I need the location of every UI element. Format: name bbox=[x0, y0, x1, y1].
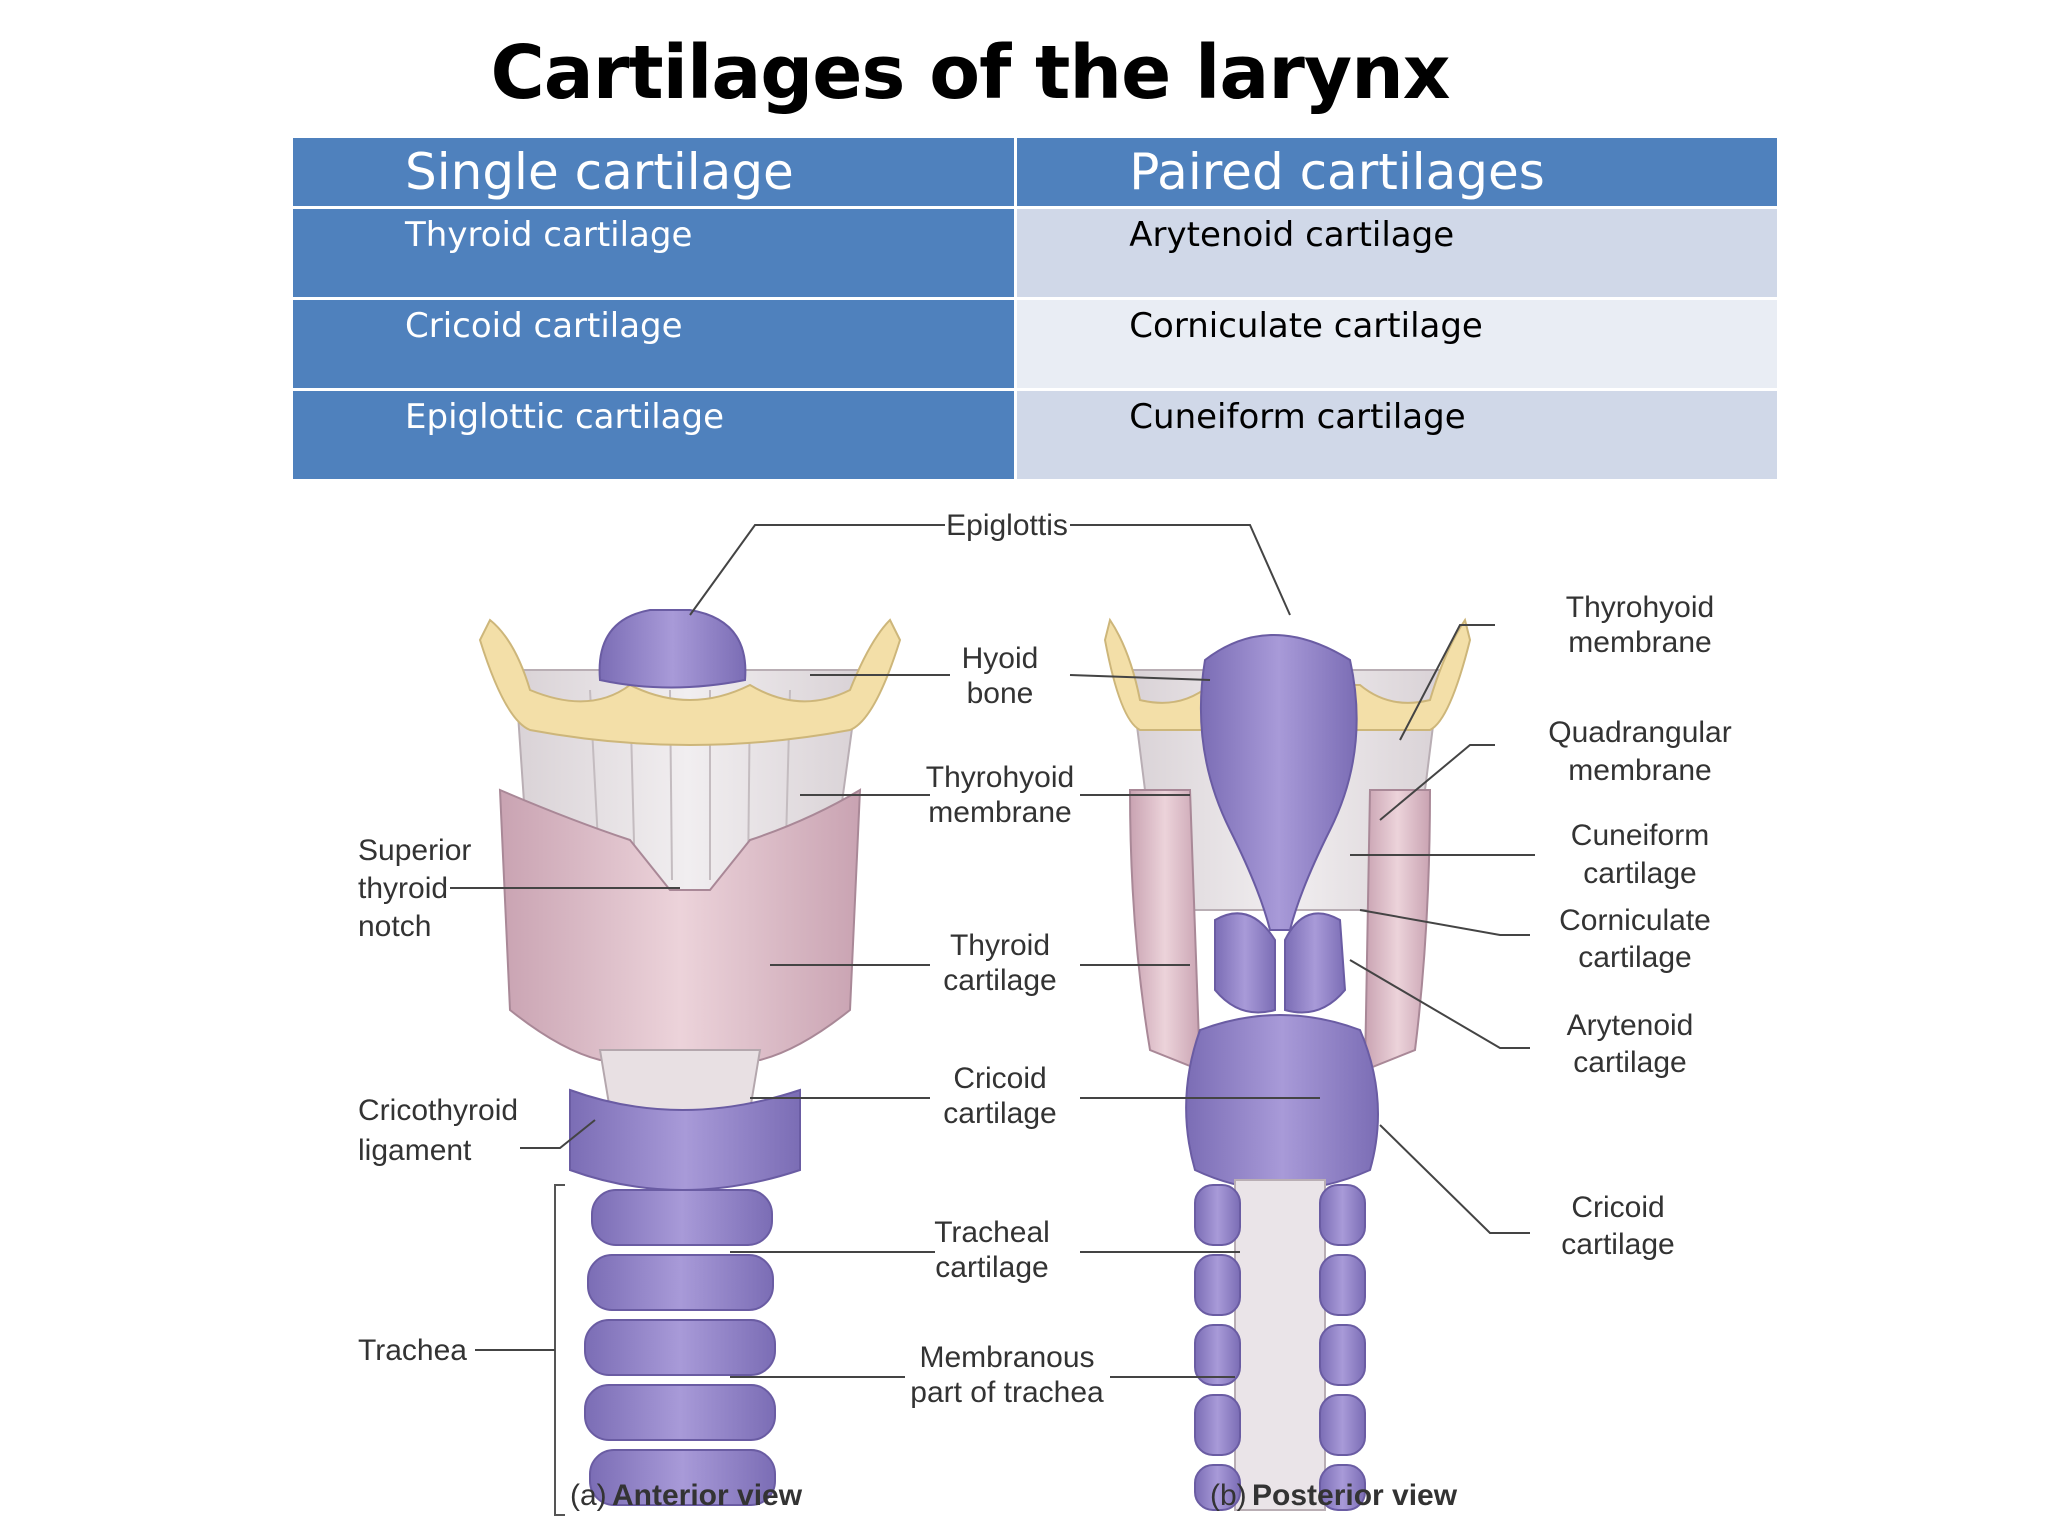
page-title: Cartilages of the larynx bbox=[490, 30, 1451, 116]
label-quadrangular-line1: Quadrangular bbox=[1548, 716, 1731, 749]
label-cuneiform-line2: cartilage bbox=[1583, 857, 1696, 890]
figure-labels: Epiglottis Hyoid bone Thyrohyoid membran… bbox=[358, 509, 1732, 1512]
table-row: Thyroid cartilage Arytenoid cartilage bbox=[289, 206, 1780, 300]
caption-posterior-prefix: (b) bbox=[1210, 1479, 1247, 1512]
table-cell: Corniculate cartilage bbox=[1014, 297, 1780, 391]
posterior-view bbox=[1103, 617, 1472, 1511]
table-row: Epiglottic cartilage Cuneiform cartilage bbox=[289, 388, 1780, 482]
label-thyroid-line1: Thyroid bbox=[950, 929, 1050, 962]
label-corniculate-line1: Corniculate bbox=[1559, 904, 1711, 937]
table-cell: Epiglottic cartilage bbox=[289, 388, 1018, 482]
label-cricoid-line1: Cricoid bbox=[953, 1062, 1046, 1095]
label-quadrangular-line2: membrane bbox=[1568, 754, 1711, 787]
label-hyoid-line2: bone bbox=[967, 677, 1034, 710]
label-r-cricoid-line1: Cricoid bbox=[1571, 1191, 1664, 1224]
larynx-illustration: Epiglottis Hyoid bone Thyrohyoid membran… bbox=[358, 509, 1732, 1516]
label-thyrohyoid-line1: Thyrohyoid bbox=[926, 761, 1074, 794]
anterior-view bbox=[478, 609, 902, 1516]
label-membranous-line2: part of trachea bbox=[910, 1376, 1104, 1409]
table-header-row: Single cartilage Paired cartilages bbox=[289, 135, 1780, 209]
label-cuneiform-line1: Cuneiform bbox=[1571, 819, 1709, 852]
table-cell: Thyroid cartilage bbox=[289, 206, 1018, 300]
label-arytenoid-line2: cartilage bbox=[1573, 1046, 1686, 1079]
label-cricothyroid-line2: ligament bbox=[358, 1134, 472, 1167]
caption-anterior-prefix: (a) bbox=[570, 1479, 607, 1512]
label-r-thyrohyoid-line1: Thyrohyoid bbox=[1566, 591, 1714, 624]
label-r-cricoid-line2: cartilage bbox=[1561, 1228, 1674, 1261]
label-corniculate-line2: cartilage bbox=[1578, 941, 1691, 974]
label-thyroid-line2: cartilage bbox=[943, 964, 1056, 997]
label-cricothyroid-line1: Cricothyroid bbox=[358, 1094, 518, 1127]
table-cell: Cuneiform cartilage bbox=[1014, 388, 1780, 482]
caption-anterior: Anterior view bbox=[612, 1479, 803, 1512]
leader-lines bbox=[450, 524, 1535, 1378]
label-cricoid-line2: cartilage bbox=[943, 1097, 1056, 1130]
table-row: Cricoid cartilage Corniculate cartilage bbox=[289, 297, 1780, 391]
larynx-figure: Epiglottis Hyoid bone Thyrohyoid membran… bbox=[330, 490, 1750, 1530]
label-hyoid-line1: Hyoid bbox=[962, 642, 1039, 675]
label-trachea: Trachea bbox=[358, 1334, 467, 1367]
label-arytenoid-line1: Arytenoid bbox=[1567, 1009, 1694, 1042]
label-epiglottis: Epiglottis bbox=[946, 509, 1068, 542]
label-superior-notch-line1: Superior bbox=[358, 834, 471, 867]
label-membranous-line1: Membranous bbox=[919, 1341, 1094, 1374]
table-cell: Arytenoid cartilage bbox=[1014, 206, 1780, 300]
label-thyrohyoid-line2: membrane bbox=[928, 796, 1071, 829]
caption-posterior: Posterior view bbox=[1252, 1479, 1458, 1512]
label-tracheal-line2: cartilage bbox=[935, 1251, 1048, 1284]
label-superior-notch-line3: notch bbox=[358, 910, 431, 943]
table-cell: Cricoid cartilage bbox=[289, 297, 1018, 391]
cartilage-table: Single cartilage Paired cartilages Thyro… bbox=[289, 135, 1780, 482]
label-tracheal-line1: Tracheal bbox=[934, 1216, 1050, 1249]
label-r-thyrohyoid-line2: membrane bbox=[1568, 626, 1711, 659]
header-single: Single cartilage bbox=[289, 135, 1018, 209]
header-paired: Paired cartilages bbox=[1014, 135, 1780, 209]
label-superior-notch-line2: thyroid bbox=[358, 872, 448, 905]
